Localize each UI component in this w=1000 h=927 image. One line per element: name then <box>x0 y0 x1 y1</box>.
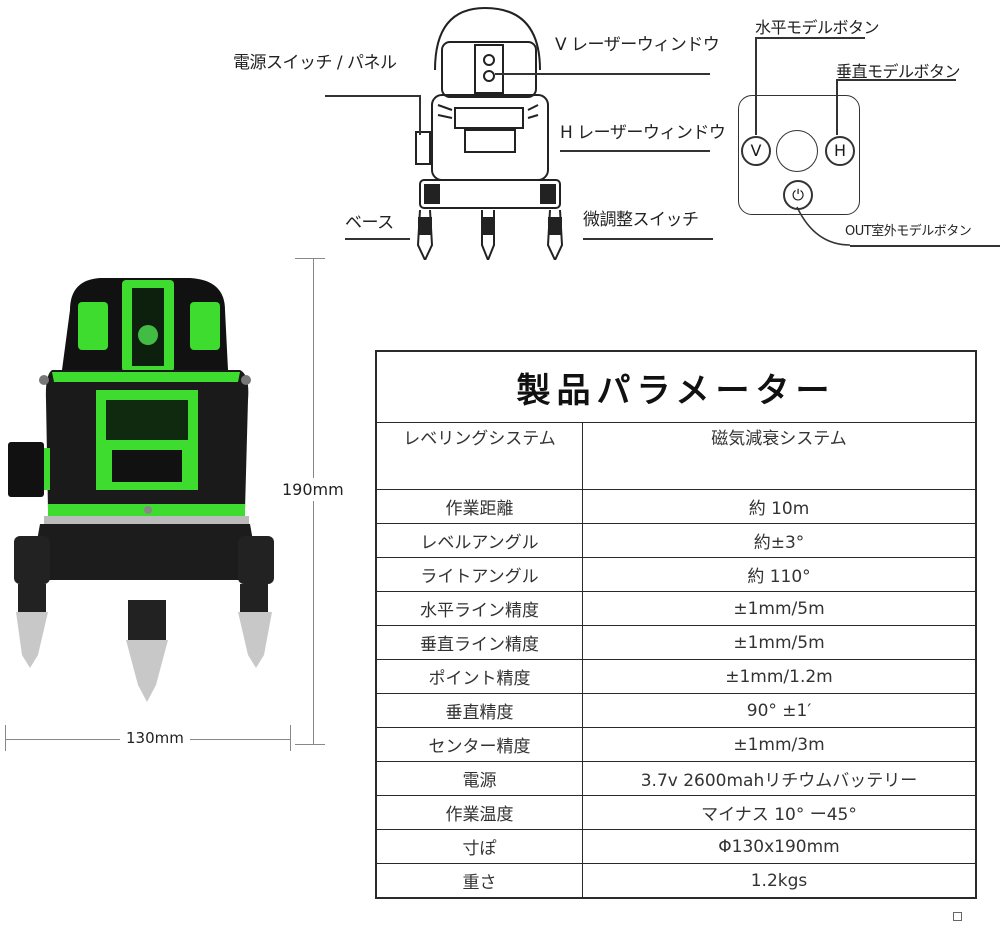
row-value: 3.7v 2600mahリチウムバッテリー <box>582 761 977 796</box>
h-button-label: H <box>833 141 847 160</box>
row-value: ±1mm/5m <box>582 591 977 626</box>
table-row: 作業温度マイナス 10° ー45° <box>375 795 977 830</box>
row-key: 重さ <box>375 863 583 899</box>
width-dimension-right-tick <box>290 725 291 751</box>
line-diagram <box>220 0 720 263</box>
row-value: Φ130x190mm <box>582 829 977 864</box>
row-value: 約 10m <box>582 489 977 524</box>
row-value: ±1mm/5m <box>582 625 977 660</box>
product-parameters-table: 製品パラメーター レベリングシステム 磁気減衰システム 作業距離約 10m レベ… <box>375 350 977 899</box>
callout-fine-adjust-switch: 微調整スイッチ <box>583 210 699 230</box>
table-resize-handle <box>953 912 962 921</box>
table-row: ポイント精度±1mm/1.2m <box>375 659 977 694</box>
row-value: 90° ±1′ <box>582 693 977 728</box>
leader-line-base <box>345 238 410 240</box>
product-photo <box>0 260 290 710</box>
table-row: 作業距離約 10m <box>375 489 977 524</box>
callout-h-laser-window: H レーザーウィンドウ <box>560 123 726 143</box>
row-value: 約 110° <box>582 557 977 592</box>
row-key: 寸ぽ <box>375 829 583 864</box>
callout-vertical-mode-button: 垂直モデルボタン <box>836 62 961 81</box>
height-dimension-top-tick <box>295 258 325 259</box>
row-key: 垂直ライン精度 <box>375 625 583 660</box>
height-dimension-label: 190mm <box>282 478 344 501</box>
row-value: 磁気減衰システム <box>582 422 977 490</box>
leader-line-fine-adjust <box>583 238 713 240</box>
leader-line-outdoor-mode-curve <box>796 206 851 246</box>
power-icon: ⏻ <box>792 186 804 204</box>
leader-line-power-vert <box>419 95 421 135</box>
table-row: センター精度±1mm/3m <box>375 727 977 762</box>
row-key: 電源 <box>375 761 583 796</box>
callout-outdoor-mode-button: OUT室外モデルボタン <box>845 224 972 239</box>
row-key: ポイント精度 <box>375 659 583 694</box>
v-button: V <box>741 136 771 166</box>
row-key: 作業距離 <box>375 489 583 524</box>
row-value: ±1mm/3m <box>582 727 977 762</box>
callout-horizontal-mode-button: 水平モデルボタン <box>755 18 880 37</box>
table-row: レベルアングル約±3° <box>375 523 977 558</box>
height-dimension-bottom-tick <box>295 744 325 745</box>
row-key: ライトアングル <box>375 557 583 592</box>
row-key: レベルアングル <box>375 523 583 558</box>
row-value: ±1mm/1.2m <box>582 659 977 694</box>
center-window <box>776 130 818 172</box>
leader-line-h-window <box>560 150 710 152</box>
row-key: センター精度 <box>375 727 583 762</box>
table-row: ライトアングル約 110° <box>375 557 977 592</box>
callout-power-switch-panel: 電源スイッチ / パネル <box>233 53 397 73</box>
row-key: 垂直精度 <box>375 693 583 728</box>
row-value: 1.2kgs <box>582 863 977 899</box>
row-key: レベリングシステム <box>375 422 583 490</box>
leader-line-horizontal-mode <box>755 37 865 39</box>
table-row: 水平ライン精度±1mm/5m <box>375 591 977 626</box>
row-key: 水平ライン精度 <box>375 591 583 626</box>
row-value: マイナス 10° ー45° <box>582 795 977 830</box>
width-dimension-label: 130mm <box>120 729 190 747</box>
leader-line-vertical-mode <box>836 79 956 81</box>
leader-line-power <box>325 95 420 97</box>
leader-line-v-window <box>495 73 710 75</box>
row-value: 約±3° <box>582 523 977 558</box>
table-row: 垂直ライン精度±1mm/5m <box>375 625 977 660</box>
table-title: 製品パラメーター <box>375 350 977 423</box>
table-row: レベリングシステム 磁気減衰システム <box>375 422 977 490</box>
leader-line-vertical-mode-vert <box>836 79 838 135</box>
row-key: 作業温度 <box>375 795 583 830</box>
green-laser-level-image <box>8 278 274 702</box>
h-button: H <box>825 136 855 166</box>
callout-base: ベース <box>345 213 394 233</box>
leader-line-horizontal-mode-vert <box>755 37 757 135</box>
width-dimension-left-tick <box>5 725 6 751</box>
callout-v-laser-window: V レーザーウィンドウ <box>555 35 720 55</box>
leader-line-outdoor-mode <box>850 245 1000 247</box>
height-dimension-line <box>313 258 314 745</box>
v-button-label: V <box>750 141 762 160</box>
